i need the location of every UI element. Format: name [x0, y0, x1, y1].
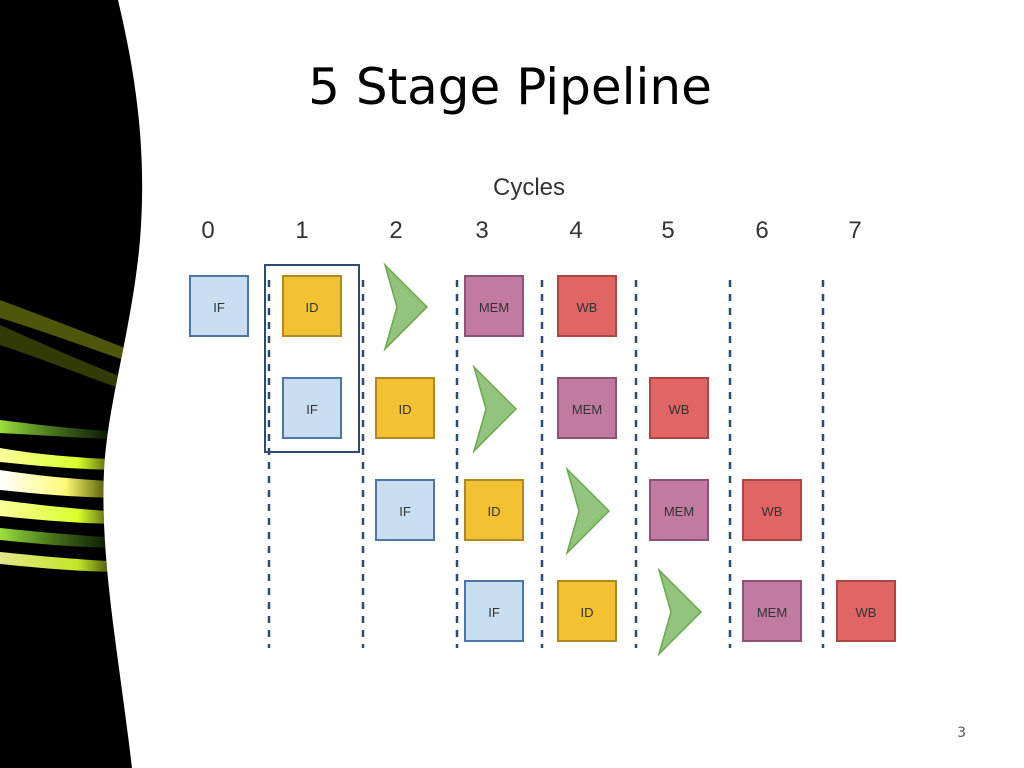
instruction-row-1: IF ID MEM WB [189, 262, 617, 352]
stage-box-mem [464, 275, 524, 337]
cycle-label-7: 7 [848, 217, 861, 244]
cycle-label-3: 3 [475, 217, 488, 244]
cycle-label-4: 4 [569, 217, 582, 244]
cycle-label-2: 2 [389, 217, 402, 244]
stage-label-id: ID [581, 605, 594, 620]
stage-label-mem: MEM [479, 300, 509, 315]
stage-label-id: ID [306, 300, 319, 315]
cycle-label-5: 5 [661, 217, 674, 244]
stage-box-mem [742, 580, 802, 642]
stage-label-wb: WB [577, 300, 598, 315]
highlight-box-cycle-1 [264, 264, 360, 453]
execute-arrow [657, 567, 703, 657]
stage-box-id [557, 580, 617, 642]
stage-box-if [464, 580, 524, 642]
cycle-label-6: 6 [755, 217, 768, 244]
stage-box-wb [649, 377, 709, 439]
black-wave-shape [0, 0, 143, 768]
stage-box-id [375, 377, 435, 439]
light-streaks [0, 300, 130, 572]
cycle-separator-lines [267, 280, 825, 648]
stage-box-wb [742, 479, 802, 541]
stage-label-mem: MEM [572, 402, 602, 417]
stage-label-mem: MEM [664, 504, 694, 519]
instruction-row-3: IF ID MEM WB [375, 466, 802, 556]
stage-label-id: ID [399, 402, 412, 417]
stage-label-wb: WB [762, 504, 783, 519]
execute-arrow [383, 262, 429, 352]
stage-box-if [375, 479, 435, 541]
instruction-row-2: IF ID MEM WB [282, 364, 709, 454]
stage-box-mem [649, 479, 709, 541]
stage-box-if [189, 275, 249, 337]
cycle-number-labels: 0 1 2 3 4 5 6 7 [201, 217, 861, 244]
cycle-label-0: 0 [201, 217, 214, 244]
cycles-axis-label: Cycles [493, 174, 565, 201]
stage-box-id [282, 275, 342, 337]
stage-label-id: ID [488, 504, 501, 519]
stage-label-wb: WB [856, 605, 877, 620]
stage-box-id [464, 479, 524, 541]
instruction-row-4: IF ID MEM WB [464, 567, 896, 657]
stage-label-if: IF [213, 300, 225, 315]
cycle-label-1: 1 [295, 217, 308, 244]
stage-label-mem: MEM [757, 605, 787, 620]
stage-box-wb [836, 580, 896, 642]
pipeline-rows: IF ID MEM WB IF ID MEM WB IF ID MEM WB IF ID MEM WB [189, 262, 896, 657]
stage-box-mem [557, 377, 617, 439]
stage-label-if: IF [399, 504, 411, 519]
stage-box-if [282, 377, 342, 439]
slide-title: 5 Stage Pipeline [308, 58, 712, 116]
stage-box-wb [557, 275, 617, 337]
stage-label-if: IF [306, 402, 318, 417]
page-number: 3 [957, 725, 966, 741]
execute-arrow [472, 364, 518, 454]
stage-label-wb: WB [669, 402, 690, 417]
execute-arrow [565, 466, 611, 556]
stage-label-if: IF [488, 605, 500, 620]
